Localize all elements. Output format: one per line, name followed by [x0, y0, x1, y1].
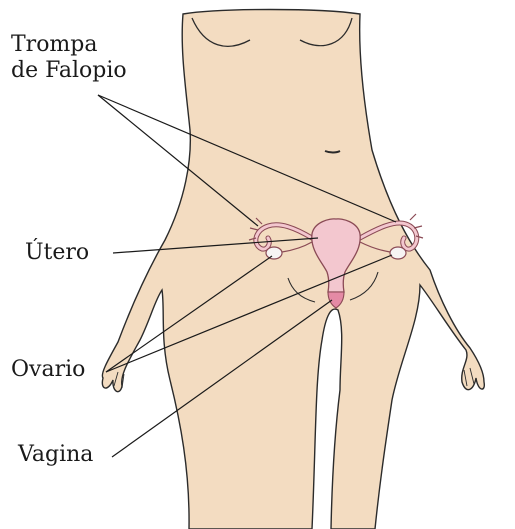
label-fallopian-tube: Trompa de Falopio [11, 32, 127, 84]
body-silhouette [102, 10, 484, 529]
ovary-left [266, 247, 282, 259]
label-ovary: Ovario [11, 357, 85, 383]
label-vagina: Vagina [18, 442, 93, 468]
label-fallopian-tube-line2: de Falopio [11, 58, 127, 84]
ovary-right [390, 247, 406, 259]
torso-and-legs [102, 10, 484, 529]
label-uterus: Útero [25, 240, 89, 266]
label-fallopian-tube-line1: Trompa [11, 32, 127, 58]
